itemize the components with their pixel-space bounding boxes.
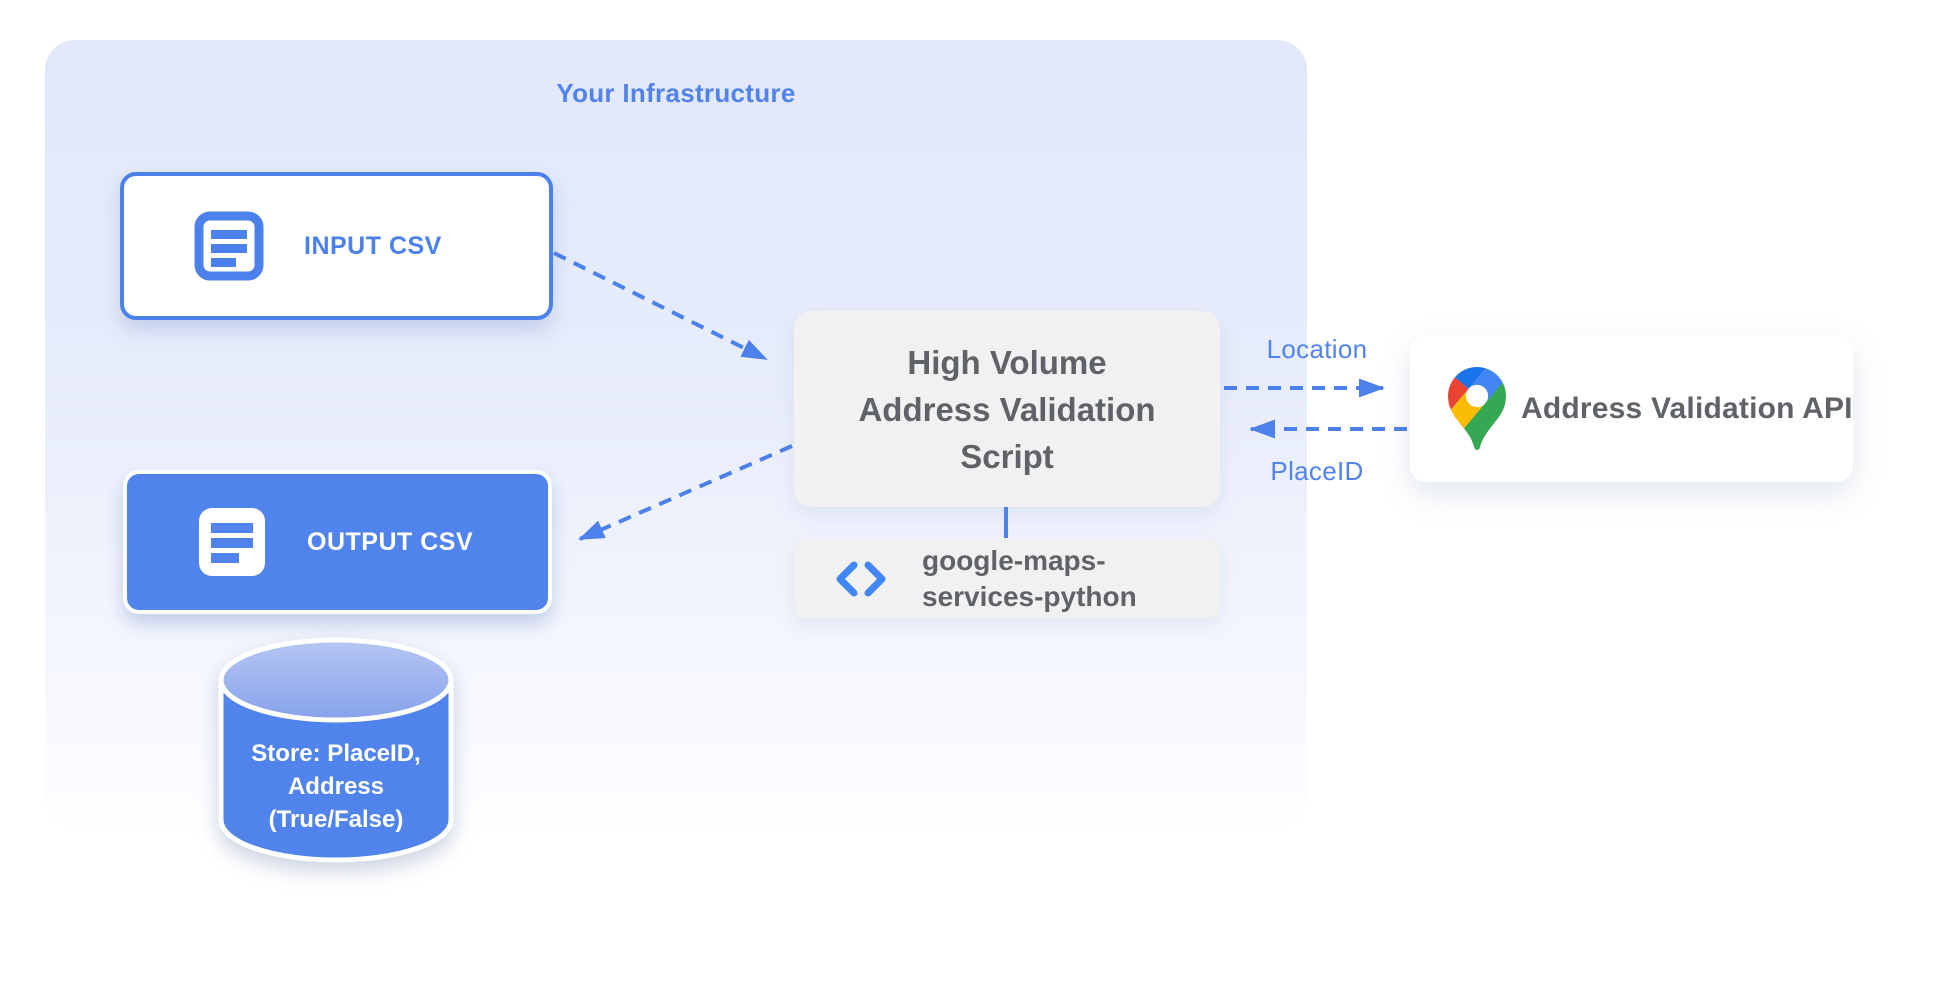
datastore-label: Store: PlaceID, Address (True/False): [212, 737, 460, 836]
input-csv-node: INPUT CSV: [120, 172, 553, 320]
script-label: High Volume Address Validation Script: [794, 339, 1220, 480]
code-brackets-icon: [836, 561, 886, 596]
api-label: Address Validation API: [1521, 391, 1853, 425]
input-csv-label: INPUT CSV: [304, 231, 442, 260]
api-node: Address Validation API: [1410, 335, 1853, 482]
library-node: google-maps- services-python: [794, 538, 1220, 619]
datastore-label-line: (True/False): [268, 806, 404, 833]
script-node: High Volume Address Validation Script: [794, 311, 1220, 507]
location-edge-label: Location: [1266, 334, 1368, 364]
script-label-line: Address Validation: [858, 390, 1156, 428]
library-label-line: google-maps-: [922, 544, 1106, 576]
google-maps-pin-icon: [1448, 367, 1506, 450]
library-label: google-maps- services-python: [922, 543, 1137, 615]
infrastructure-title: Your Infrastructure: [556, 78, 796, 108]
output-csv-label: OUTPUT CSV: [307, 527, 474, 556]
script-label-line: High Volume: [907, 343, 1107, 381]
document-lines-icon: [199, 508, 265, 576]
document-lines-icon: [194, 211, 264, 281]
database-cylinder: [218, 637, 454, 863]
output-csv-node: OUTPUT CSV: [123, 470, 552, 614]
library-label-line: services-python: [922, 580, 1137, 612]
script-label-line: Script: [960, 437, 1054, 475]
placeid-edge-label: PlaceID: [1270, 456, 1364, 486]
datastore-label-line: Address: [287, 773, 385, 800]
datastore-label-line: Store: PlaceID,: [251, 740, 421, 767]
